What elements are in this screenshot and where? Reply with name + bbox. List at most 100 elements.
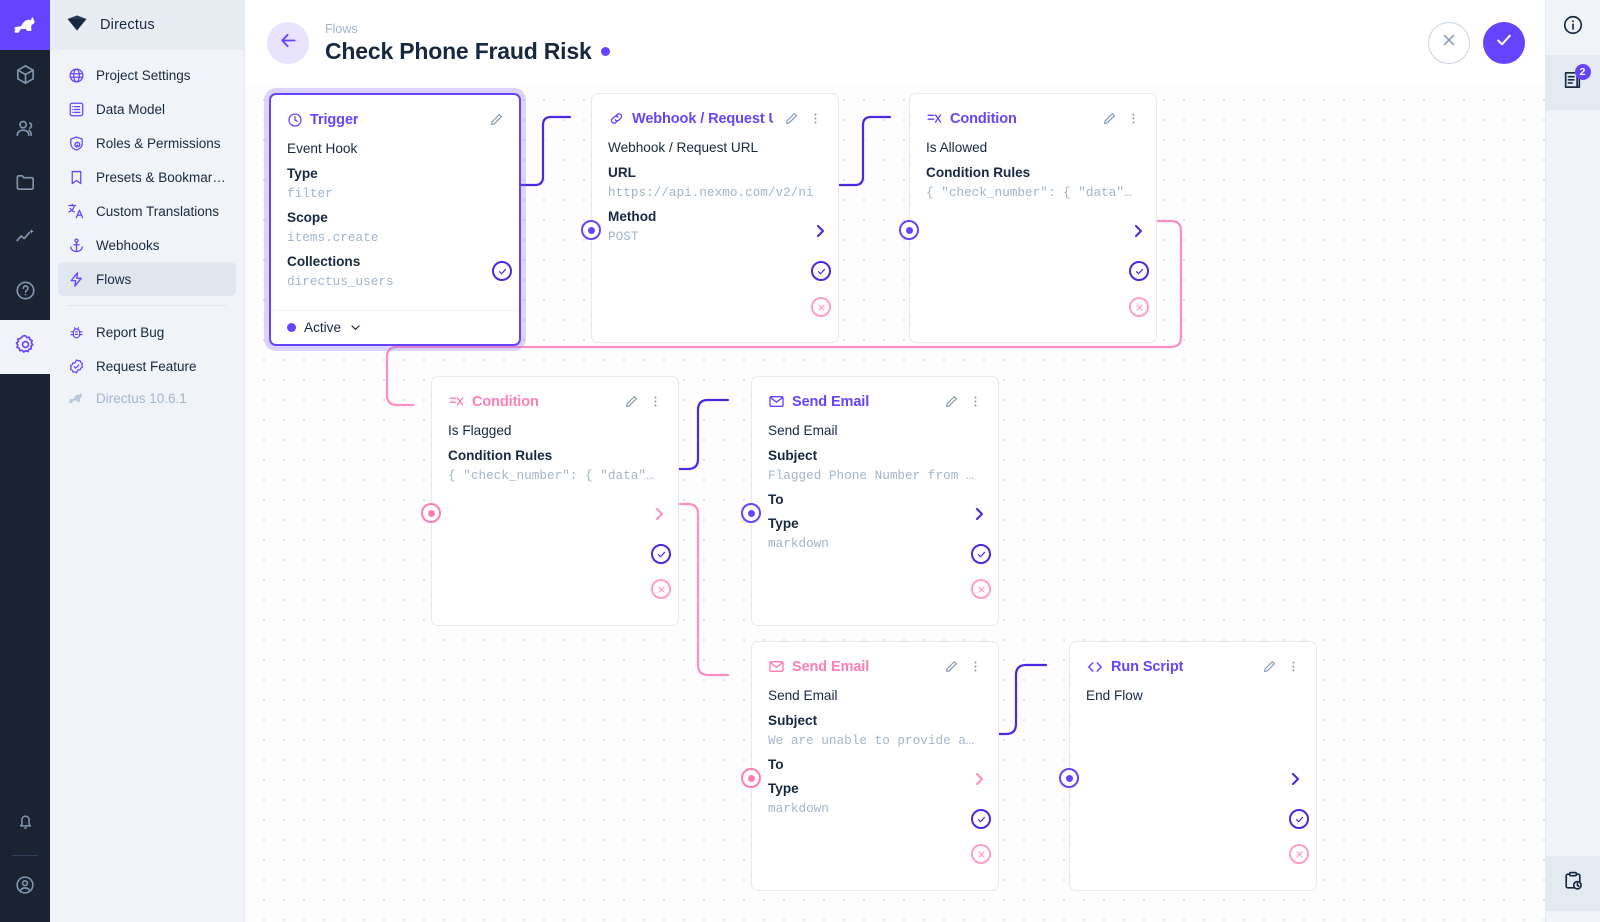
sidebar-item-label: Presets & Bookmar… <box>96 169 226 185</box>
field-value: filter <box>287 186 333 201</box>
module-rail <box>0 0 50 922</box>
breadcrumb[interactable]: Flows <box>325 21 358 36</box>
sidebar-divider <box>68 305 226 306</box>
port-condition-allowed-reject[interactable] <box>1129 297 1149 317</box>
pencil-icon[interactable] <box>780 108 802 130</box>
rail-item-users[interactable] <box>0 104 50 158</box>
dots-vertical-icon[interactable] <box>1282 656 1304 678</box>
rail-item-settings[interactable] <box>0 320 50 374</box>
revisions-panel-toggle[interactable]: 2 <box>1545 55 1600 110</box>
port-send-email-flagged-reject[interactable] <box>971 579 991 599</box>
sidebar-item-roles-permissions[interactable]: Roles & Permissions <box>58 126 236 160</box>
flow-node-send-email-flagged[interactable]: Send Email Send Email Subject <box>751 376 999 626</box>
port-condition-flagged-reject[interactable] <box>651 579 671 599</box>
node-header: Webhook / Request U <box>592 94 838 134</box>
dots-vertical-icon[interactable] <box>1122 108 1144 130</box>
bell-icon <box>15 811 36 837</box>
check-badge-icon <box>67 357 85 375</box>
sidebar-item-label: Data Model <box>96 101 166 117</box>
sidebar-header[interactable]: Directus <box>50 0 244 50</box>
field-label: To <box>768 492 784 507</box>
port-send-email-unable-input[interactable] <box>741 768 761 788</box>
flow-node-condition-allowed[interactable]: Condition Is Allowed Condition Rul <box>909 93 1157 343</box>
port-webhook-reject[interactable] <box>811 297 831 317</box>
pencil-icon[interactable] <box>485 109 507 131</box>
trigger-status-label: Active <box>304 320 342 335</box>
rail-divider <box>12 855 38 856</box>
port-webhook-input[interactable] <box>581 220 601 240</box>
flow-node-run-script[interactable]: Run Script End Flow <box>1069 641 1317 891</box>
trigger-status-select[interactable]: Active <box>271 310 519 344</box>
sidebar-item-webhooks[interactable]: Webhooks <box>58 228 236 262</box>
port-send-email-unable-reject[interactable] <box>971 844 991 864</box>
port-run-script-input[interactable] <box>1059 768 1079 788</box>
pencil-icon[interactable] <box>1098 108 1120 130</box>
dots-vertical-icon[interactable] <box>804 108 826 130</box>
logs-panel-toggle[interactable] <box>1545 856 1600 911</box>
field-value: POST <box>608 229 639 244</box>
rail-item-content[interactable] <box>0 50 50 104</box>
check-icon <box>1494 30 1514 55</box>
port-condition-flagged-input[interactable] <box>421 503 441 523</box>
cancel-button[interactable] <box>1428 21 1470 64</box>
field-label: Subject <box>768 713 818 728</box>
flow-node-webhook[interactable]: Webhook / Request U <box>591 93 839 343</box>
flow-canvas[interactable]: Trigger Event Hook Type filter <box>245 85 1545 922</box>
rail-item-insights[interactable] <box>0 212 50 266</box>
dots-vertical-icon[interactable] <box>644 391 666 413</box>
sidebar-item-flows[interactable]: Flows <box>58 262 236 296</box>
port-run-script-reject[interactable] <box>1289 844 1309 864</box>
rail-item-files[interactable] <box>0 158 50 212</box>
pencil-icon[interactable] <box>620 391 642 413</box>
port-webhook-resolve[interactable] <box>811 261 831 281</box>
field-value: We are unable to provide a… <box>768 733 974 748</box>
rail-item-docs[interactable] <box>0 266 50 320</box>
title-block: Flows Check Phone Fraud Risk <box>325 21 610 65</box>
pencil-icon[interactable] <box>940 656 962 678</box>
sidebar-item-label: Roles & Permissions <box>96 135 221 151</box>
sidebar-item-project-settings[interactable]: Project Settings <box>58 58 236 92</box>
field-value: items.create <box>287 230 379 245</box>
back-button[interactable] <box>267 21 309 64</box>
flow-node-trigger[interactable]: Trigger Event Hook Type filter <box>269 93 521 346</box>
port-condition-flagged-resolve[interactable] <box>651 544 671 564</box>
node-body: Webhook / Request URL URL https://api.ne… <box>592 134 838 259</box>
rail-item-account[interactable] <box>0 860 50 914</box>
dots-vertical-icon[interactable] <box>964 656 986 678</box>
flow-node-condition-flagged[interactable]: Condition Is Flagged Condition Rul <box>431 376 679 626</box>
port-run-script-resolve[interactable] <box>1289 809 1309 829</box>
field-label: URL <box>608 165 636 180</box>
sidebar-item-data-model[interactable]: Data Model <box>58 92 236 126</box>
save-button[interactable] <box>1483 21 1525 64</box>
rail-bottom <box>0 797 50 922</box>
port-send-email-flagged-input[interactable] <box>741 503 761 523</box>
rail-item-notifications[interactable] <box>0 797 50 851</box>
pencil-icon[interactable] <box>940 391 962 413</box>
node-actions <box>485 109 507 131</box>
port-condition-allowed-input[interactable] <box>899 220 919 240</box>
sidebar-title: Directus <box>100 17 155 33</box>
node-title: Condition <box>472 393 539 410</box>
port-send-email-flagged-resolve[interactable] <box>971 544 991 564</box>
arrow-left-icon <box>278 30 299 56</box>
sidebar-item-presets-bookmarks[interactable]: Presets & Bookmar… <box>58 160 236 194</box>
folder-icon <box>14 171 37 199</box>
sidebar-item-request-feature[interactable]: Request Feature <box>58 349 236 383</box>
field-label: Condition Rules <box>926 165 1031 180</box>
node-actions <box>1098 108 1144 130</box>
flow-node-send-email-unable[interactable]: Send Email Send Email Subject <box>751 641 999 891</box>
dots-vertical-icon[interactable] <box>964 391 986 413</box>
info-panel-toggle[interactable] <box>1546 0 1600 55</box>
port-condition-allowed-resolve[interactable] <box>1129 261 1149 281</box>
node-subtitle: Is Allowed <box>926 140 988 155</box>
node-body: Is Flagged Condition Rules { "check_numb… <box>432 417 678 498</box>
field-label: To <box>768 757 784 772</box>
port-send-email-unable-resolve[interactable] <box>971 809 991 829</box>
sidebar-item-custom-translations[interactable]: Custom Translations <box>58 194 236 228</box>
directus-logo[interactable] <box>0 0 50 50</box>
sidebar-item-report-bug[interactable]: Report Bug <box>58 315 236 349</box>
field-value: https://api.nexmo.com/v2/ni <box>608 185 814 200</box>
field-value: markdown <box>768 536 829 551</box>
port-trigger-resolve[interactable] <box>492 261 512 281</box>
pencil-icon[interactable] <box>1258 656 1280 678</box>
